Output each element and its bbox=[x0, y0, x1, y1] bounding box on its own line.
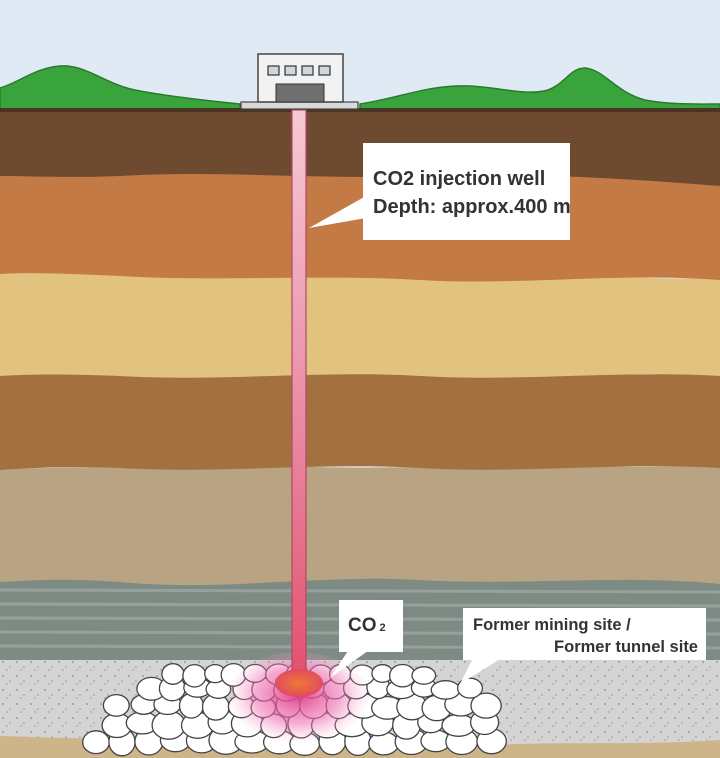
co2-injection-point bbox=[275, 669, 323, 697]
co2-label-subscript: 2 bbox=[379, 622, 386, 634]
rock bbox=[430, 680, 461, 700]
mine-label: Former mining site / Former tunnel site bbox=[463, 608, 706, 660]
rock bbox=[411, 666, 437, 685]
hills-right bbox=[359, 67, 720, 113]
rock bbox=[456, 677, 484, 699]
well-label-line1: CO2 injection well bbox=[373, 168, 546, 190]
mine-label-line1: Former mining site / bbox=[473, 616, 631, 634]
hills bbox=[0, 65, 241, 113]
rock bbox=[102, 693, 130, 717]
well-callout-pointer bbox=[309, 196, 366, 228]
rock bbox=[82, 730, 110, 755]
layer-brown bbox=[0, 370, 720, 470]
layer-orange bbox=[0, 172, 720, 282]
layer-tan bbox=[0, 270, 720, 378]
mine-label-line2: Former tunnel site bbox=[554, 638, 698, 656]
mine-callout-pointer bbox=[460, 656, 505, 684]
rock bbox=[151, 710, 186, 740]
rock bbox=[182, 663, 207, 688]
co2-plume-icon bbox=[226, 652, 370, 748]
rock bbox=[470, 692, 502, 719]
co2-callout-pointer bbox=[330, 648, 372, 678]
rock bbox=[161, 663, 185, 685]
injection-pipe-icon bbox=[291, 109, 307, 681]
well-label: CO2 injection well Depth: approx.400 m bbox=[363, 143, 571, 240]
well-label-line2: Depth: approx.400 m bbox=[373, 196, 571, 218]
layer-dark-brown bbox=[0, 110, 720, 186]
facility-building-icon bbox=[240, 53, 359, 110]
co2-label-main: CO bbox=[348, 615, 377, 636]
ground-surface-line bbox=[0, 108, 720, 112]
layer-khaki bbox=[0, 463, 720, 586]
